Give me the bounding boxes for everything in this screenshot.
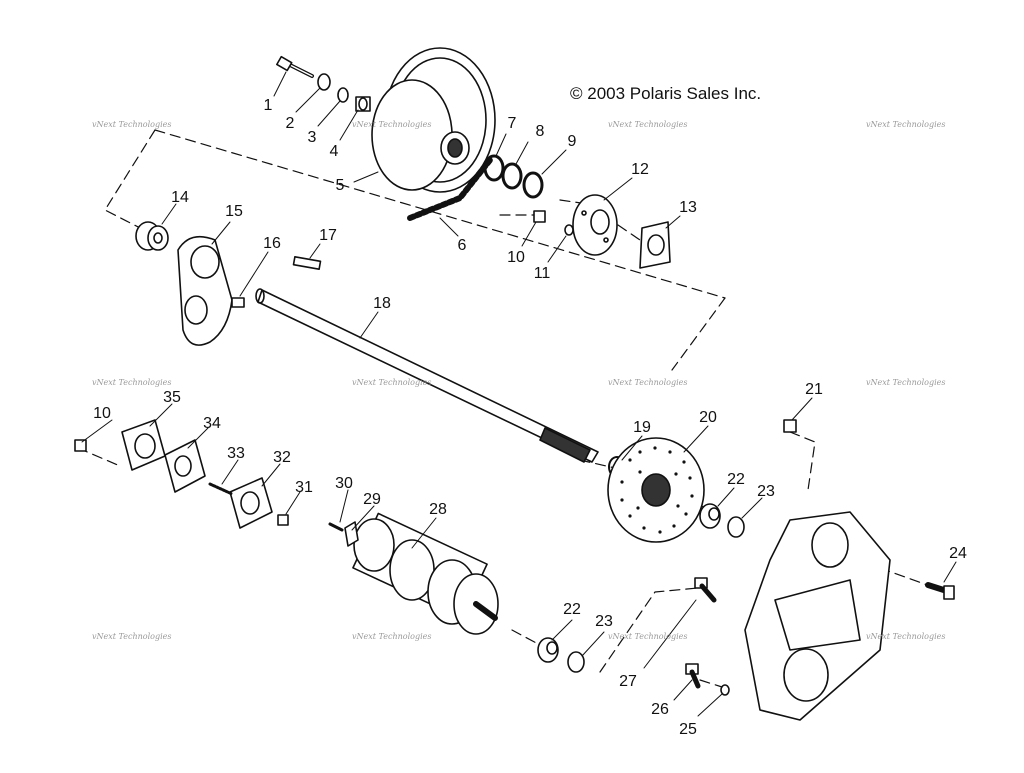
part-2-washer	[317, 73, 331, 91]
part-29-spacer	[344, 521, 359, 547]
watermark-text: vNext Technologies	[866, 120, 946, 129]
part-8-ring	[501, 162, 523, 190]
callout-11: 11	[534, 265, 551, 282]
callout-8: 8	[536, 123, 545, 140]
callout-16: 16	[263, 235, 281, 252]
part-1-bolt	[276, 55, 314, 78]
part-16-bolt	[231, 297, 245, 308]
part-28-track-drivers	[352, 512, 499, 635]
callout-29: 29	[363, 491, 381, 508]
callout-30: 30	[335, 475, 353, 492]
callout-19: 19	[633, 419, 651, 436]
watermark-text: vNext Technologies	[352, 632, 432, 641]
callout-23: 23	[757, 483, 775, 500]
part-31-nut	[277, 514, 289, 526]
part-17-key	[292, 256, 322, 270]
callout-7: 7	[508, 115, 517, 132]
callout-2: 2	[286, 115, 295, 132]
copyright-notice: © 2003 Polaris Sales Inc.	[570, 84, 762, 103]
callout-3: 3	[308, 129, 317, 146]
callout-18: 18	[373, 295, 391, 312]
part-15-cover-plate	[177, 235, 233, 346]
part-25-washer	[720, 684, 730, 696]
part-23-seal-lower	[567, 651, 585, 673]
callout-21: 21	[805, 381, 823, 398]
part-10-nut	[533, 210, 546, 223]
callout-10: 10	[93, 405, 111, 422]
callout-14: 14	[171, 189, 189, 206]
part-4-bushing	[355, 96, 371, 112]
part-35-flange	[121, 419, 166, 471]
part-22-bearing-lower	[537, 637, 559, 663]
part-34-gasket	[164, 439, 206, 493]
watermark-text: vNext Technologies	[608, 632, 688, 641]
callout-35: 35	[163, 389, 181, 406]
part-20-brake-disc	[607, 437, 705, 543]
callout-34: 34	[203, 415, 221, 432]
part-33-spring	[208, 482, 234, 496]
part-9-ring	[522, 171, 544, 199]
leader-lines	[81, 71, 957, 717]
callout-9: 9	[568, 133, 577, 150]
part-23-seal-upper	[727, 516, 745, 538]
callout-25: 25	[679, 721, 697, 738]
watermark-text: vNext Technologies	[608, 120, 688, 129]
part-7-ring	[483, 154, 505, 182]
part-5-drive-sprocket	[371, 47, 496, 193]
callout-20: 20	[699, 409, 717, 426]
callout-5: 5	[336, 177, 345, 194]
part-24-bolt	[925, 582, 955, 600]
watermark-text: vNext Technologies	[352, 120, 432, 129]
part-6-chain	[407, 157, 493, 221]
part-22-bearing-upper	[699, 503, 721, 529]
callout-15: 15	[225, 203, 243, 220]
callout-32: 32	[273, 449, 291, 466]
callout-22: 22	[563, 601, 581, 618]
callout-24: 24	[949, 545, 967, 562]
callout-33: 33	[227, 445, 245, 462]
callout-26: 26	[651, 701, 669, 718]
callout-10: 10	[507, 249, 525, 266]
watermark-text: vNext Technologies	[866, 632, 946, 641]
watermark-text: vNext Technologies	[92, 632, 172, 641]
callout-27: 27	[619, 673, 637, 690]
callout-6: 6	[458, 237, 467, 254]
part-26-bolt	[685, 663, 701, 689]
part-13-flange	[639, 221, 671, 269]
callout-13: 13	[679, 199, 697, 216]
part-30-pin	[328, 522, 344, 532]
watermark-text: vNext Technologies	[92, 120, 172, 129]
part-21-nut	[783, 419, 797, 433]
watermark-text: vNext Technologies	[608, 378, 688, 387]
part-11-washer	[564, 224, 574, 236]
callout-22: 22	[727, 471, 745, 488]
watermark-text: vNext Technologies	[866, 378, 946, 387]
watermark-text: vNext Technologies	[352, 378, 432, 387]
part-32-flange	[229, 477, 273, 529]
part-3-washer	[337, 87, 349, 103]
callout-12: 12	[631, 161, 649, 178]
callout-23: 23	[595, 613, 613, 630]
callout-1: 1	[264, 97, 273, 114]
part-14-bearing	[135, 221, 169, 251]
callout-4: 4	[330, 143, 339, 160]
callout-31: 31	[295, 479, 313, 496]
part-12-bearing-flange	[572, 194, 618, 256]
callout-28: 28	[429, 501, 447, 518]
part-10-nut-lower	[74, 439, 87, 452]
part-27-bolt	[694, 577, 717, 603]
chaincase-housing	[744, 511, 891, 721]
callout-17: 17	[319, 227, 337, 244]
watermark-text: vNext Technologies	[92, 378, 172, 387]
part-18-drive-shaft	[255, 288, 599, 463]
assembly-guide-lines	[77, 129, 931, 688]
